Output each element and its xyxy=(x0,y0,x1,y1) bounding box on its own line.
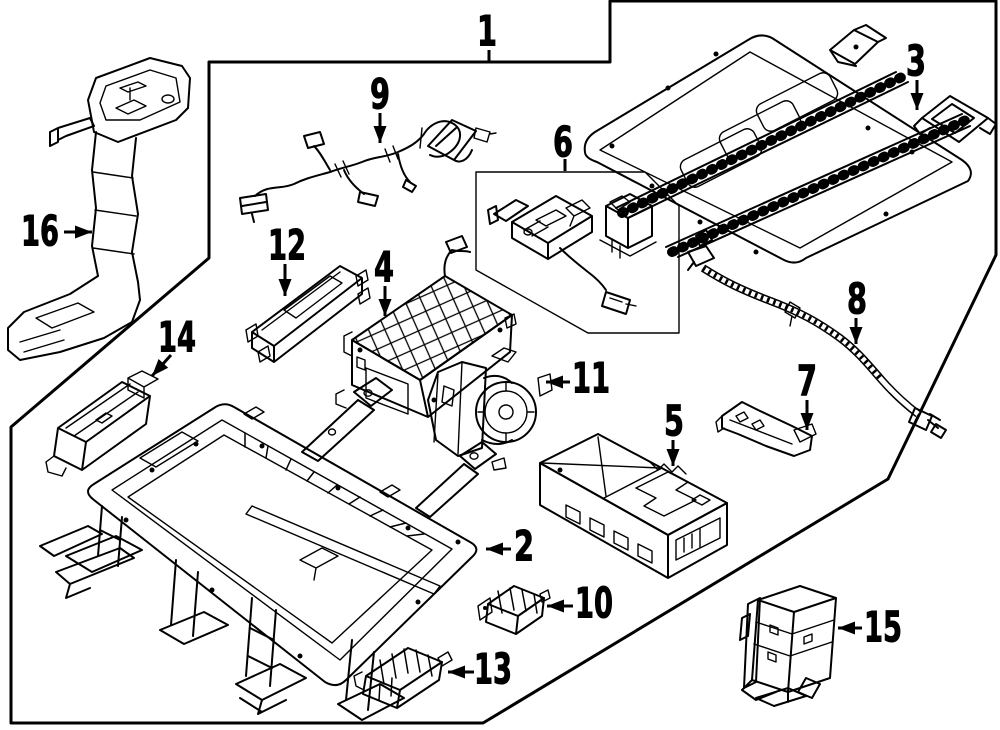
callout-8-arrowhead xyxy=(849,327,863,344)
callout-9-wiring-harness: 9 xyxy=(369,69,391,143)
callout-14-number: 14 xyxy=(158,313,196,362)
callout-9-arrowhead xyxy=(373,126,387,143)
callout-16-arrowhead xyxy=(75,225,92,239)
callout-3-arrowhead xyxy=(910,93,924,110)
callout-16-air-duct: 16 xyxy=(20,206,92,256)
callout-2-battery-tray: 2 xyxy=(486,521,535,571)
callout-6-number: 6 xyxy=(553,118,573,167)
part-14-support-bracket xyxy=(45,370,159,477)
part-8-battery-cable xyxy=(687,229,947,439)
callout-8-number: 8 xyxy=(847,275,867,324)
callout-10-number: 10 xyxy=(575,579,613,628)
callout-7-arrowhead xyxy=(800,413,814,430)
callout-2-number: 2 xyxy=(514,522,534,571)
part-9-wiring-harness xyxy=(239,119,497,223)
callout-11-arrowhead xyxy=(546,375,563,389)
callout-14-arrowhead xyxy=(152,359,169,376)
callout-15-number: 15 xyxy=(864,603,902,652)
callout-5-control-module: 5 xyxy=(663,396,685,466)
callout-8-battery-cable: 8 xyxy=(846,274,868,344)
callout-13-number: 13 xyxy=(474,645,512,694)
part-5-control-module xyxy=(539,433,728,579)
callout-1-battery-pack-assembly: 1 xyxy=(476,6,498,61)
callout-3-number: 3 xyxy=(906,37,926,86)
callout-10-arrowhead xyxy=(547,599,564,613)
callout-12-arrowhead xyxy=(278,279,292,296)
callout-2-arrowhead xyxy=(486,542,503,556)
callout-4-number: 4 xyxy=(374,243,394,292)
part-15-side-bracket xyxy=(739,585,837,707)
callout-15-arrowhead xyxy=(838,621,855,635)
callout-11-number: 11 xyxy=(572,354,610,403)
callout-16-number: 16 xyxy=(21,207,59,256)
part-16-air-duct xyxy=(7,57,191,361)
callout-13-arrowhead xyxy=(448,665,465,679)
part-13-duct-segment xyxy=(353,647,453,709)
callout-4-battery-module: 4 xyxy=(373,242,395,316)
callout-11-blower-motor: 11 xyxy=(546,353,611,403)
callout-5-number: 5 xyxy=(664,397,684,446)
callout-15-side-bracket: 15 xyxy=(838,602,903,652)
callout-6-junction-kit: 6 xyxy=(552,117,574,171)
assembly-boundary xyxy=(9,0,998,725)
part-12-vent-panel xyxy=(245,265,371,363)
part-4-battery-module xyxy=(335,235,517,418)
callout-1-number: 1 xyxy=(477,7,497,56)
part-6-junction-kit xyxy=(475,171,680,334)
callout-7-number: 7 xyxy=(797,357,817,406)
callout-3-battery-cover: 3 xyxy=(905,36,927,110)
callout-5-arrowhead xyxy=(666,449,680,466)
callout-4-arrowhead xyxy=(378,299,392,316)
part-10-connector-block xyxy=(477,585,551,635)
part-7-mounting-bracket xyxy=(715,401,817,457)
part-3-battery-cover xyxy=(583,24,997,264)
callout-13-duct-segment: 13 xyxy=(448,644,513,694)
callout-12-vent-panel: 12 xyxy=(267,220,307,296)
part-11-blower-motor xyxy=(427,347,553,471)
part-2-battery-tray xyxy=(39,377,497,721)
callout-10-connector-block: 10 xyxy=(547,578,614,628)
callout-7-mounting-bracket: 7 xyxy=(796,356,818,430)
callout-14-support-bracket: 14 xyxy=(150,312,197,378)
callout-12-number: 12 xyxy=(268,221,306,270)
callout-9-number: 9 xyxy=(370,70,390,119)
